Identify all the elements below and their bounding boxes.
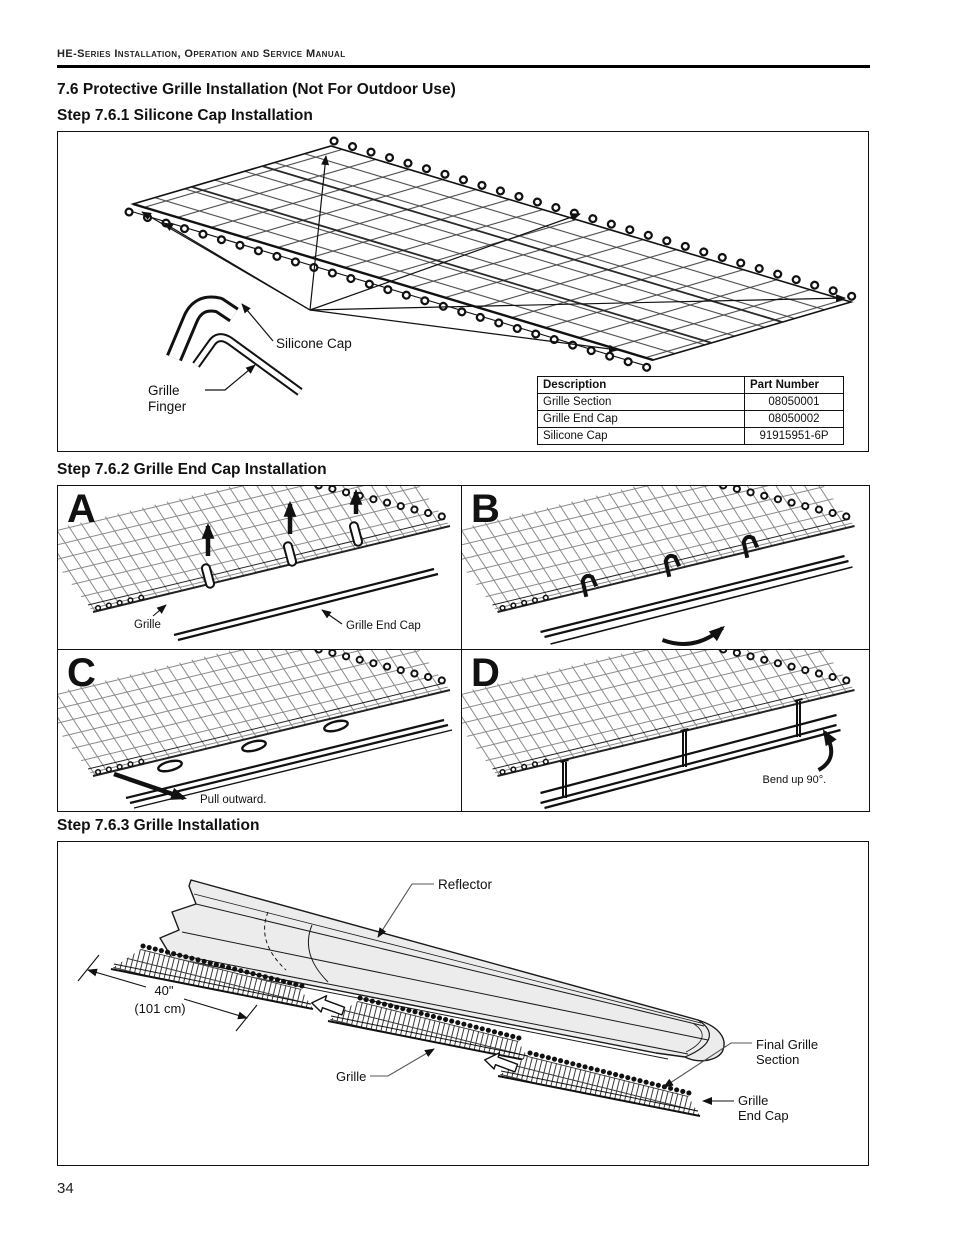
section-title: 7.6 Protective Grille Installation (Not … [57, 81, 456, 98]
bent-up-posts [560, 698, 803, 798]
parts-cell-description: Grille End Cap [537, 410, 745, 428]
panel-c: C Pull outward. [58, 650, 462, 811]
dimension-label-line2: (101 cm) [134, 1001, 185, 1016]
dimension-label-line1: 40" [154, 983, 173, 998]
final-grille-label-line1: Final Grille [756, 1037, 818, 1052]
reflector-body [159, 879, 725, 1062]
insert-up-arrows [201, 488, 363, 556]
grille-end-cap-label-line2: End Cap [738, 1108, 789, 1123]
silicone-cap-part [166, 295, 239, 362]
end-cap-panels: A Grille Grille End Cap [57, 485, 870, 812]
reflector-label: Reflector [438, 877, 493, 892]
grille-installation-drawing: 40" (101 cm) Reflector Grille Final Gril… [77, 877, 818, 1123]
bend-up-arrow [817, 729, 837, 772]
cap-location-arrows [141, 155, 846, 353]
grille-section-3 [498, 1053, 700, 1116]
parts-cell-description: Silicone Cap [537, 427, 745, 445]
table-row: Grille End Cap 08050002 [537, 410, 844, 428]
bent-clips [580, 534, 760, 598]
panel-c-drawing: Pull outward. [58, 650, 462, 809]
panel-d: D Bend up 90°. [462, 650, 869, 811]
flattened-clips [157, 719, 349, 773]
silicone-cap-label: Silicone Cap [276, 336, 352, 351]
table-row: Grille Section 08050001 [537, 393, 844, 411]
panel-c-letter: C [67, 651, 96, 695]
header-rule [57, 65, 870, 68]
panel-a-drawing: Grille Grille End Cap [58, 486, 462, 642]
panel-c-caption: Pull outward. [200, 794, 266, 806]
step1-title: Step 7.6.1 Silicone Cap Installation [57, 107, 313, 124]
panel-a-letter: A [67, 487, 96, 531]
grille-end-cap-label-line1: Grille [738, 1093, 768, 1108]
panel-b: B [462, 486, 869, 650]
panel-b-letter: B [471, 487, 500, 531]
grille-finger-part [192, 333, 303, 396]
parts-cell-description: Grille Section [537, 393, 745, 411]
panel-a-grille-label: Grille [134, 619, 161, 631]
parts-cell-part-number: 91915951-6P [744, 427, 844, 445]
grille-finger-label-line2: Finger [148, 399, 187, 414]
page-number: 34 [57, 1180, 74, 1197]
parts-table-header-description: Description [537, 376, 745, 394]
panel-b-drawing [462, 486, 867, 646]
rotate-arrow [661, 625, 725, 646]
step3-title: Step 7.6.3 Grille Installation [57, 817, 260, 834]
join-arrow-1 [309, 992, 347, 1018]
table-row: Silicone Cap 91915951-6P [537, 427, 844, 445]
panel-d-caption: Bend up 90°. [763, 774, 827, 786]
panel-d-drawing: Bend up 90°. [462, 650, 867, 810]
panel-d-letter: D [471, 651, 500, 695]
panel-a: A Grille Grille End Cap [58, 486, 462, 650]
parts-table-header-part-number: Part Number [744, 376, 844, 394]
figure-silicone-cap: Silicone Cap Grille Finger Description P… [57, 131, 869, 452]
parts-cell-part-number: 08050001 [744, 393, 844, 411]
grille-label: Grille [336, 1069, 366, 1084]
dimension-40in: 40" (101 cm) [77, 954, 258, 1032]
final-grille-label-line2: Section [756, 1052, 799, 1067]
page-header: HE-Series Installation, Operation and Se… [57, 48, 346, 60]
parts-cell-part-number: 08050002 [744, 410, 844, 428]
grille-finger-label-line1: Grille [148, 383, 180, 398]
silicone-cap-drawing: Silicone Cap Grille Finger [124, 136, 859, 414]
parts-table: Description Part Number Grille Section 0… [537, 376, 844, 445]
panel-a-end-cap-label: Grille End Cap [346, 620, 421, 632]
step2-title: Step 7.6.2 Grille End Cap Installation [57, 461, 327, 478]
figure-grille-installation: 40" (101 cm) Reflector Grille Final Gril… [57, 841, 869, 1166]
parts-table-header-row: Description Part Number [537, 376, 844, 394]
end-cap-clips [200, 521, 364, 589]
pull-arrow [113, 771, 188, 801]
